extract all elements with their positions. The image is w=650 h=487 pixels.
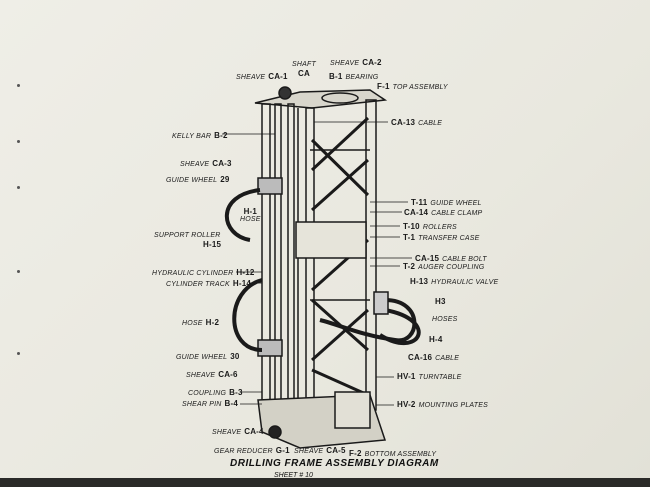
- label-top-assembly-f1: F-1Top Assembly: [377, 82, 448, 91]
- label-transfer-case-t1: T-1Transfer Case: [403, 233, 480, 242]
- label-sheave-ca4: SheaveCA-4: [212, 427, 264, 436]
- label-hydraulic-cylinder-h12: Hydraulic CylinderH-12: [152, 268, 255, 277]
- label-shear-pin-b4: Shear PinB-4: [182, 399, 239, 408]
- sheave-ca4: [268, 425, 282, 439]
- hydraulic-valve: [373, 291, 389, 315]
- label-hose-h2: HoseH-2: [182, 318, 220, 327]
- label-cylinder-track-h14: Cylinder TrackH-14: [166, 279, 252, 288]
- left-column: [261, 103, 271, 415]
- hose-h1: [224, 188, 261, 242]
- label-guide-wheel-29: Guide Wheel29: [166, 175, 230, 184]
- guide-wheel-29: [257, 177, 283, 195]
- binder-hole: [17, 352, 20, 355]
- tower-column: [365, 99, 377, 411]
- label-sheave-ca3: SheaveCA-3: [180, 159, 232, 168]
- label-turntable-hv1: HV-1Turntable: [397, 372, 462, 381]
- label-hoses: Hoses: [432, 316, 458, 323]
- sheet-number: Sheet # 10: [274, 472, 313, 479]
- label-rollers-t10: T-10Rollers: [403, 222, 457, 231]
- binder-hole: [17, 270, 20, 273]
- top-bearing: [321, 92, 359, 104]
- label-support-roller: Support Roller: [154, 232, 221, 239]
- label-mounting-plates-hv2: HV-2Mounting Plates: [397, 400, 488, 409]
- label-sheave-ca1: SheaveCA-1: [236, 72, 288, 81]
- label-kelly-bar-b2: Kelly BarB-2: [172, 131, 228, 140]
- label-shaft-ca: ShaftCA: [292, 61, 316, 78]
- label-gear-reducer-g1: Gear ReducerG-1: [214, 446, 290, 455]
- label-sheave-ca2: SheaveCA-2: [330, 58, 382, 67]
- transfer-case: [295, 221, 367, 259]
- label-hose-h1: H-1Hose: [240, 207, 261, 224]
- label-cable-bolt-ca15: CA-15Cable Bolt: [415, 254, 487, 263]
- label-cable-clamp-ca14: CA-14Cable Clamp: [404, 208, 483, 217]
- label-hydraulic-valve-h13: H-13Hydraulic Valve: [410, 277, 499, 286]
- label-auger-coupling-t2: T-2Auger Coupling: [403, 262, 485, 271]
- label-sheave-ca6: SheaveCA-6: [186, 370, 238, 379]
- label-guide-wheel-30: Guide Wheel30: [176, 352, 240, 361]
- mounting-plates: [334, 391, 371, 429]
- label-support-roller-code: H-15: [203, 240, 222, 249]
- diagram-title: Drilling Frame Assembly Diagram: [230, 458, 439, 469]
- label-cable-ca16: CA-16Cable: [408, 353, 460, 362]
- label-bearing-b1: B-1Bearing: [329, 72, 379, 81]
- label-h4: H-4: [429, 335, 443, 344]
- binder-hole: [17, 186, 20, 189]
- label-sheave-ca5: SheaveCA-5: [294, 446, 346, 455]
- binder-hole: [17, 84, 20, 87]
- label-cable-ca13: CA-13Cable: [391, 118, 443, 127]
- binder-hole: [17, 140, 20, 143]
- label-guide-wheel-t11: T-11Guide Wheel: [411, 198, 482, 207]
- hose-h2: [232, 278, 263, 352]
- sheave-ca1: [278, 86, 292, 100]
- label-coupling-b3: CouplingB-3: [188, 388, 243, 397]
- label-h3: H3: [435, 297, 446, 306]
- label-bottom-assembly-f2: F-2Bottom Assembly: [349, 449, 437, 458]
